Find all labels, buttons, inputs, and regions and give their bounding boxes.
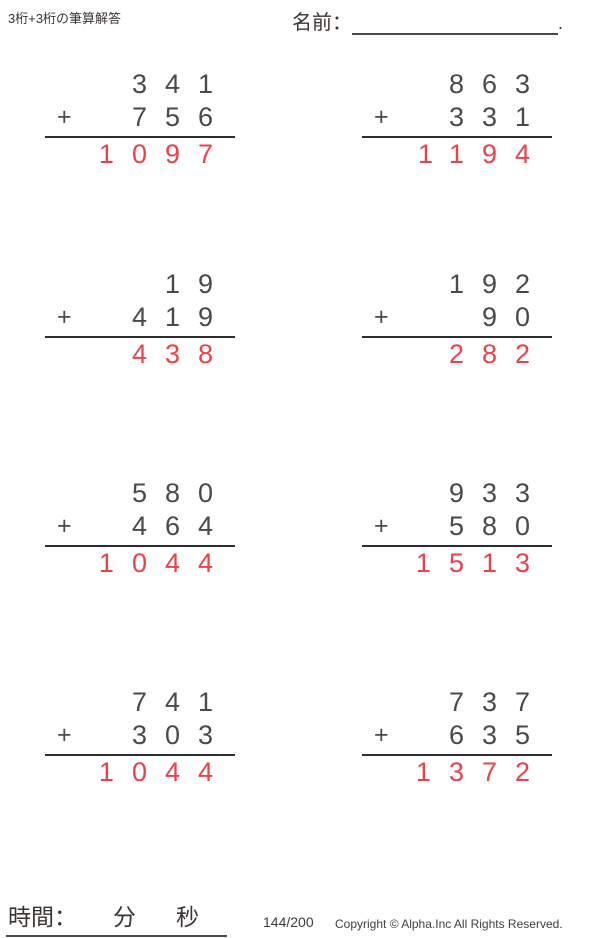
sum-line <box>45 136 235 138</box>
time-label: 時間： <box>8 904 77 930</box>
addition-problem-7: 741 303 + 1044 <box>45 686 235 789</box>
answer: 438 <box>131 339 231 369</box>
plus-operator: + <box>57 103 72 131</box>
operand-2: 331 <box>448 102 548 132</box>
plus-operator: + <box>374 512 389 540</box>
seconds-label: 秒 <box>176 904 199 930</box>
operand-1: 341 <box>131 69 231 99</box>
sum-line <box>362 545 552 547</box>
operand-2: 303 <box>131 720 231 750</box>
operand-2: 90 <box>481 302 548 332</box>
name-label: 名前： <box>292 12 352 34</box>
sum-line <box>362 336 552 338</box>
addition-problem-8: 737 635 + 1372 <box>362 686 552 789</box>
addition-problem-2: 863 331 + 1194 <box>362 68 552 171</box>
worksheet-title: 3桁+3桁の筆算解答 <box>8 11 122 26</box>
answer: 1194 <box>417 139 548 169</box>
plus-operator: + <box>374 103 389 131</box>
name-line-period: . <box>558 13 564 33</box>
operand-1: 863 <box>448 69 548 99</box>
answer: 1372 <box>415 757 548 787</box>
operand-1: 192 <box>448 269 548 299</box>
operand-1: 741 <box>131 687 231 717</box>
copyright-notice: Copyright © Alpha.Inc All Rights Reserve… <box>335 917 563 931</box>
operand-2: 419 <box>131 302 231 332</box>
sum-line <box>45 754 235 756</box>
answer: 1097 <box>98 139 231 169</box>
answer: 1044 <box>98 757 231 787</box>
operand-1: 933 <box>448 478 548 508</box>
answer: 282 <box>448 339 548 369</box>
time-field: 時間： 分 秒 <box>6 898 227 937</box>
name-field: 名前：. <box>292 6 563 35</box>
answer: 1513 <box>415 548 548 578</box>
operand-2: 580 <box>448 511 548 541</box>
plus-operator: + <box>57 512 72 540</box>
sum-line <box>362 754 552 756</box>
sum-line <box>45 336 235 338</box>
addition-problem-6: 933 580 + 1513 <box>362 477 552 580</box>
plus-operator: + <box>57 303 72 331</box>
minutes-label: 分 <box>113 904 136 930</box>
sum-line <box>362 136 552 138</box>
addition-problem-5: 580 464 + 1044 <box>45 477 235 580</box>
operand-2: 464 <box>131 511 231 541</box>
operand-1: 19 <box>164 269 231 299</box>
operand-1: 580 <box>131 478 231 508</box>
addition-problem-4: 192 90 + 282 <box>362 268 552 371</box>
sum-line <box>45 545 235 547</box>
addition-problem-3: 19 419 + 438 <box>45 268 235 371</box>
operand-2: 635 <box>448 720 548 750</box>
operand-2: 756 <box>131 102 231 132</box>
answer: 1044 <box>98 548 231 578</box>
name-blank-line <box>352 12 558 35</box>
operand-1: 737 <box>448 687 548 717</box>
plus-operator: + <box>374 721 389 749</box>
plus-operator: + <box>374 303 389 331</box>
plus-operator: + <box>57 721 72 749</box>
page-number: 144/200 <box>263 914 314 930</box>
addition-problem-1: 341 756 + 1097 <box>45 68 235 171</box>
